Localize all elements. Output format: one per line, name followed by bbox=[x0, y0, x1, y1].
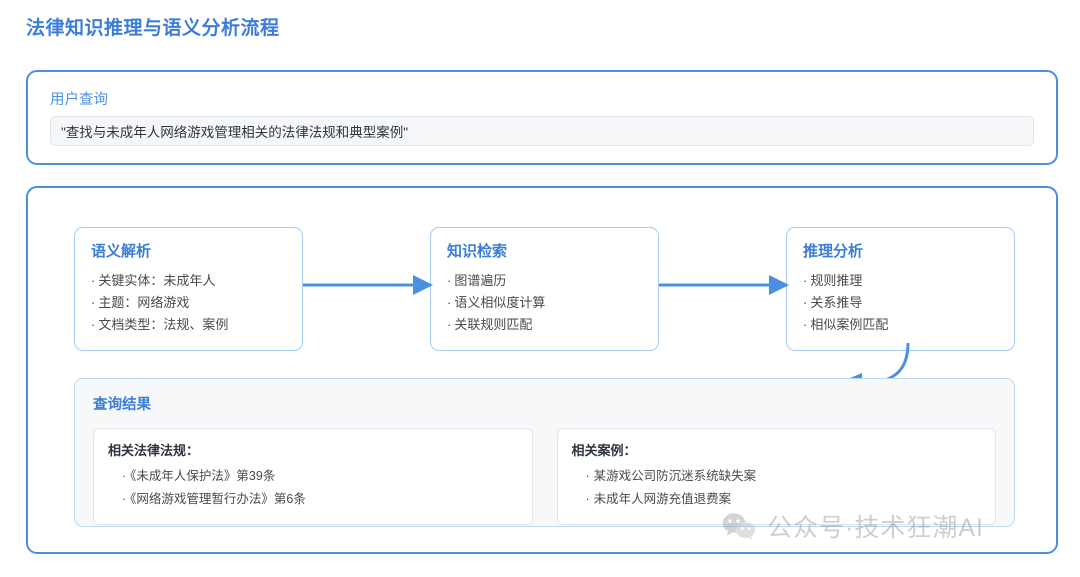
list-item: ·关键实体：未成年人 bbox=[91, 270, 286, 292]
list-item: ·语义相似度计算 bbox=[447, 292, 642, 314]
stage-title: 知识检索 bbox=[447, 243, 508, 260]
list-item-label: 某游戏公司防沉迷系统缺失案 bbox=[593, 469, 757, 483]
list-item-label: 关系推导 bbox=[810, 294, 863, 310]
query-results-card-row: 相关法律法规： ·《未成年人保护法》第39条 ·《网络游戏管理暂行办法》第6条 … bbox=[93, 428, 996, 525]
bullet-dot: · bbox=[447, 294, 452, 310]
list-item: ·主题：网络游戏 bbox=[91, 292, 286, 314]
query-results-panel: 查询结果 相关法律法规： ·《未成年人保护法》第39条 ·《网络游戏管理暂行办法… bbox=[74, 378, 1015, 527]
user-query-label: 用户查询 bbox=[50, 92, 108, 108]
bullet-dot: · bbox=[91, 294, 96, 310]
list-item-label: 文档类型：法规、案例 bbox=[98, 316, 229, 332]
result-card-title: 相关法律法规： bbox=[108, 443, 200, 458]
flow-panel: 语义解析 ·关键实体：未成年人 ·主题：网络游戏 ·文档类型：法规、案例 知识检… bbox=[26, 186, 1058, 554]
list-item-label: 主题：网络游戏 bbox=[98, 294, 190, 310]
list-item-label: 未成年人网游充值退费案 bbox=[593, 491, 732, 506]
list-item-label: 《网络游戏管理暂行办法》第6条 bbox=[130, 491, 306, 506]
bullet-dot: · bbox=[803, 294, 808, 310]
list-item-label: 关联规则匹配 bbox=[454, 316, 533, 332]
result-card-cases[interactable]: 相关案例： ·某游戏公司防沉迷系统缺失案 ·未成年人网游充值退费案 bbox=[556, 428, 996, 525]
stage-card-semantic-parsing[interactable]: 语义解析 ·关键实体：未成年人 ·主题：网络游戏 ·文档类型：法规、案例 bbox=[74, 227, 303, 351]
list-item-label: 《未成年人保护法》第39条 bbox=[130, 469, 276, 483]
list-item: ·关系推导 bbox=[803, 292, 998, 314]
bullet-dot: · bbox=[447, 316, 452, 332]
arrow-right-icon bbox=[303, 275, 433, 295]
list-item: ·未成年人网游充值退费案 bbox=[586, 488, 982, 511]
list-item: ·规则推理 bbox=[803, 270, 998, 292]
bullet-dot: · bbox=[803, 273, 808, 288]
stage-title: 语义解析 bbox=[91, 243, 152, 260]
bullet-dot: · bbox=[91, 316, 96, 332]
result-item-list: ·某游戏公司防沉迷系统缺失案 ·未成年人网游充值退费案 bbox=[572, 465, 982, 511]
bullet-dot: · bbox=[447, 273, 452, 288]
stage-card-knowledge-retrieval[interactable]: 知识检索 ·图谱遍历 ·语义相似度计算 ·关联规则匹配 bbox=[430, 227, 659, 351]
list-item: ·《网络游戏管理暂行办法》第6条 bbox=[122, 488, 518, 511]
list-item-label: 图谱遍历 bbox=[454, 273, 507, 288]
stage-item-list: ·图谱遍历 ·语义相似度计算 ·关联规则匹配 bbox=[447, 270, 642, 335]
list-item-label: 语义相似度计算 bbox=[454, 294, 546, 310]
user-query-panel: 用户查询 "查找与未成年人网络游戏管理相关的法律法规和典型案例" bbox=[26, 70, 1058, 165]
bullet-dot: · bbox=[803, 316, 808, 332]
list-item: ·图谱遍历 bbox=[447, 270, 642, 292]
query-results-title: 查询结果 bbox=[93, 397, 151, 413]
result-card-title: 相关案例： bbox=[571, 443, 637, 458]
result-card-laws[interactable]: 相关法律法规： ·《未成年人保护法》第39条 ·《网络游戏管理暂行办法》第6条 bbox=[93, 428, 533, 525]
user-query-input[interactable]: "查找与未成年人网络游戏管理相关的法律法规和典型案例" bbox=[50, 116, 1034, 146]
bullet-dot: · bbox=[122, 491, 127, 506]
list-item-label: 相似案例匹配 bbox=[810, 316, 889, 332]
arrow-right-icon bbox=[659, 275, 789, 295]
result-item-list: ·《未成年人保护法》第39条 ·《网络游戏管理暂行办法》第6条 bbox=[108, 465, 518, 511]
bullet-dot: · bbox=[585, 491, 590, 506]
page-title: 法律知识推理与语义分析流程 bbox=[26, 18, 280, 39]
list-item: ·相似案例匹配 bbox=[803, 314, 998, 336]
list-item-label: 规则推理 bbox=[810, 273, 863, 288]
stage-title: 推理分析 bbox=[803, 243, 864, 260]
bullet-dot: · bbox=[122, 469, 127, 483]
bullet-dot: · bbox=[585, 469, 590, 483]
bullet-dot: · bbox=[91, 273, 96, 288]
list-item: ·某游戏公司防沉迷系统缺失案 bbox=[586, 465, 982, 488]
list-item: ·《未成年人保护法》第39条 bbox=[122, 465, 518, 488]
stage-item-list: ·规则推理 ·关系推导 ·相似案例匹配 bbox=[803, 270, 998, 335]
list-item-label: 关键实体：未成年人 bbox=[98, 273, 216, 288]
stage-card-reasoning-analysis[interactable]: 推理分析 ·规则推理 ·关系推导 ·相似案例匹配 bbox=[786, 227, 1015, 351]
stage-item-list: ·关键实体：未成年人 ·主题：网络游戏 ·文档类型：法规、案例 bbox=[91, 270, 286, 335]
list-item: ·关联规则匹配 bbox=[447, 314, 642, 336]
list-item: ·文档类型：法规、案例 bbox=[91, 314, 286, 336]
